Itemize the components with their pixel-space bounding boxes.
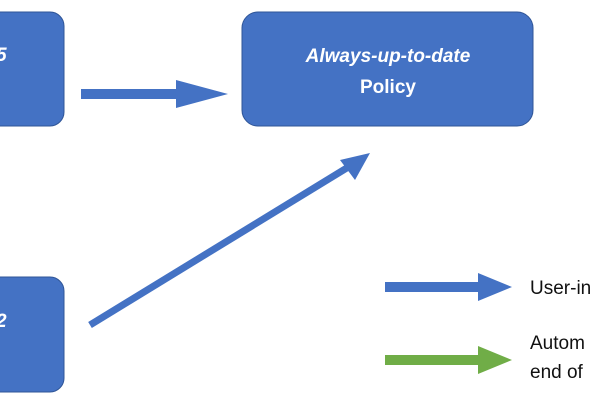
legend-user-label: User-in (530, 278, 591, 299)
node-bottom-left-label: 2 (0, 311, 7, 332)
node-policy-title: Always-up-to-date (305, 46, 471, 67)
legend-auto-label-line1: Autom (530, 333, 585, 354)
legend-auto-label-line2: end of (530, 362, 584, 383)
node-top-left-label: 5 (0, 45, 7, 66)
arrow-top-to-policy (81, 80, 228, 108)
arrow-bottom-to-policy (88, 153, 370, 328)
legend-auto-arrow (385, 346, 512, 374)
node-bottom-left[interactable] (0, 276, 65, 393)
node-policy[interactable] (241, 11, 534, 127)
node-policy-subtitle: Policy (360, 77, 416, 98)
legend-user-arrow (385, 273, 512, 301)
node-top-left[interactable] (0, 11, 65, 127)
